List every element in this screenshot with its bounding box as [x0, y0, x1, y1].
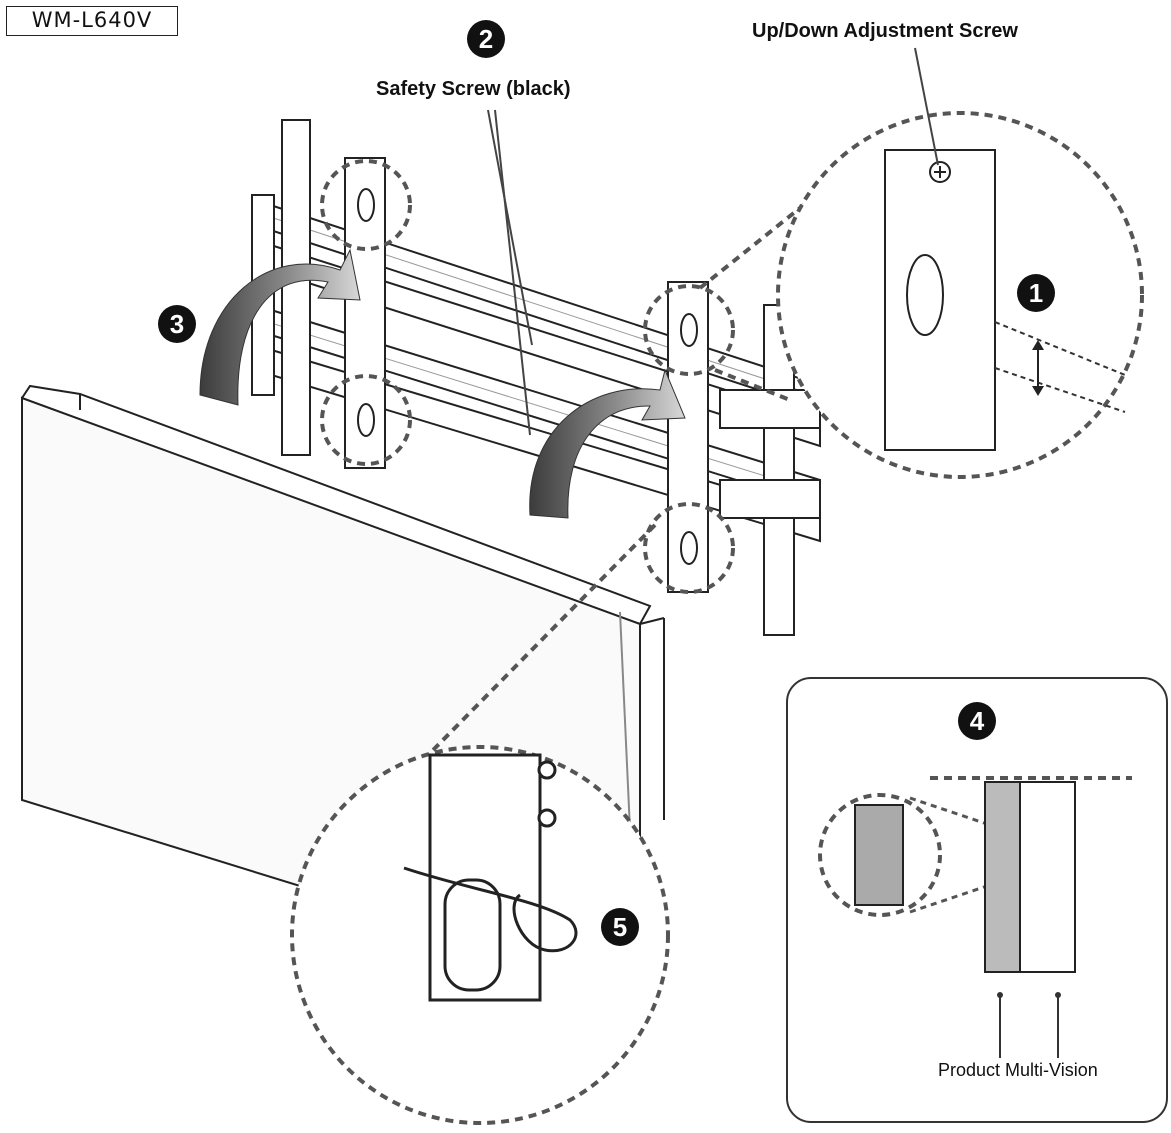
step-badge-1: 1: [1017, 274, 1055, 312]
detail-circles-small: [320, 159, 735, 594]
safety-screw-leaders: [487, 109, 533, 436]
inset-caption: Product Multi-Vision: [938, 1060, 1098, 1080]
zoom-circle-adjustment: [698, 47, 1144, 479]
zoom-circle-safety-pin: [290, 523, 670, 1125]
curved-arrow-right: [529, 368, 686, 519]
step-badge-5: 5: [601, 908, 639, 946]
inset-box: [786, 677, 1168, 1123]
step-badge-4: 4: [958, 702, 996, 740]
up-down-screw-label: Up/Down Adjustment Screw: [752, 20, 1018, 42]
curved-arrow-left: [199, 248, 361, 406]
model-tag: WM-L640V: [6, 6, 178, 36]
right-wall-bracket: [667, 281, 821, 636]
step-badge-2: 2: [467, 20, 505, 58]
step-badge-3: 3: [158, 305, 196, 343]
safety-screw-label: Safety Screw (black): [376, 78, 571, 100]
